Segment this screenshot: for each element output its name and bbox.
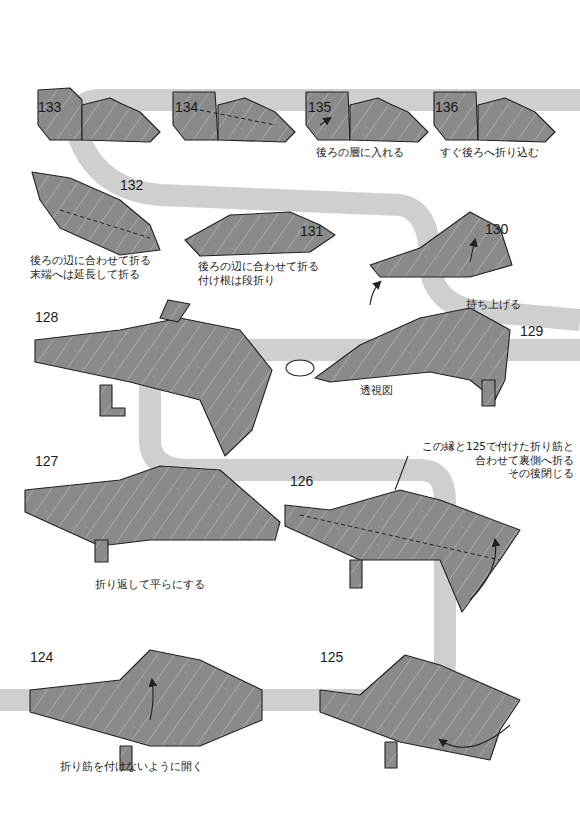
fold-arrow — [470, 540, 496, 600]
model-step — [160, 300, 190, 322]
turn-over-symbol — [286, 360, 314, 376]
step-number: 134 — [175, 98, 198, 116]
step-number: 133 — [38, 98, 61, 116]
step-number: 132 — [120, 176, 143, 194]
model-step — [350, 98, 428, 142]
step-number: 127 — [35, 452, 58, 470]
fold-arrow — [470, 240, 475, 262]
model-step — [30, 650, 262, 746]
model-step — [320, 655, 520, 760]
model-step — [385, 742, 397, 768]
step-number: 125 — [320, 648, 343, 666]
model-step — [434, 92, 478, 140]
instruction-note: 折り筋を付けないように開く — [60, 760, 203, 774]
model-step — [482, 380, 495, 406]
model-step — [35, 318, 272, 456]
step-number: 135 — [308, 98, 331, 116]
model-step — [173, 92, 218, 140]
instruction-note: 持ち上げる — [466, 298, 521, 312]
flow-band — [0, 100, 580, 700]
instruction-note: すぐ後ろへ折り込む — [440, 146, 539, 160]
instruction-note: この縁と125で付けた折り筋と 合わせて裏側へ折る その後閉じる — [414, 440, 574, 481]
instruction-note: 後ろの辺に合わせて折る 付け根は段折り — [198, 260, 326, 287]
model-step — [32, 172, 160, 255]
model-step — [82, 98, 160, 142]
leader-line — [395, 456, 408, 490]
step-number: 131 — [300, 222, 323, 240]
step-number: 128 — [35, 308, 58, 326]
model-step — [95, 540, 108, 562]
model-step — [306, 92, 350, 140]
valley-fold-line — [300, 515, 500, 560]
step-number: 130 — [485, 220, 508, 238]
model-step — [38, 88, 82, 140]
instruction-note: 透視図 — [360, 384, 393, 398]
model-step — [478, 98, 555, 142]
model-step — [100, 385, 125, 416]
model-step — [185, 212, 335, 256]
model-step — [370, 212, 512, 277]
step-number: 124 — [30, 648, 53, 666]
model-step — [315, 308, 510, 400]
valley-fold-line — [60, 210, 150, 238]
fold-arrow — [440, 725, 510, 747]
model-step — [218, 98, 295, 142]
model-step — [25, 466, 280, 546]
model-step — [285, 490, 520, 612]
step-number: 129 — [520, 322, 543, 340]
fold-arrow — [150, 680, 153, 720]
fold-arrow — [370, 282, 380, 305]
instruction-note: 後ろの層に入れる — [316, 146, 404, 160]
valley-fold-line — [200, 110, 275, 125]
instruction-note: 後ろの辺に合わせて折る 末端へは延長して折る — [30, 254, 158, 281]
instruction-note: 折り返して平らにする — [95, 578, 205, 592]
model-step — [350, 560, 362, 588]
fold-arrow — [320, 118, 330, 125]
step-number: 126 — [290, 472, 313, 490]
step-number: 136 — [435, 98, 458, 116]
